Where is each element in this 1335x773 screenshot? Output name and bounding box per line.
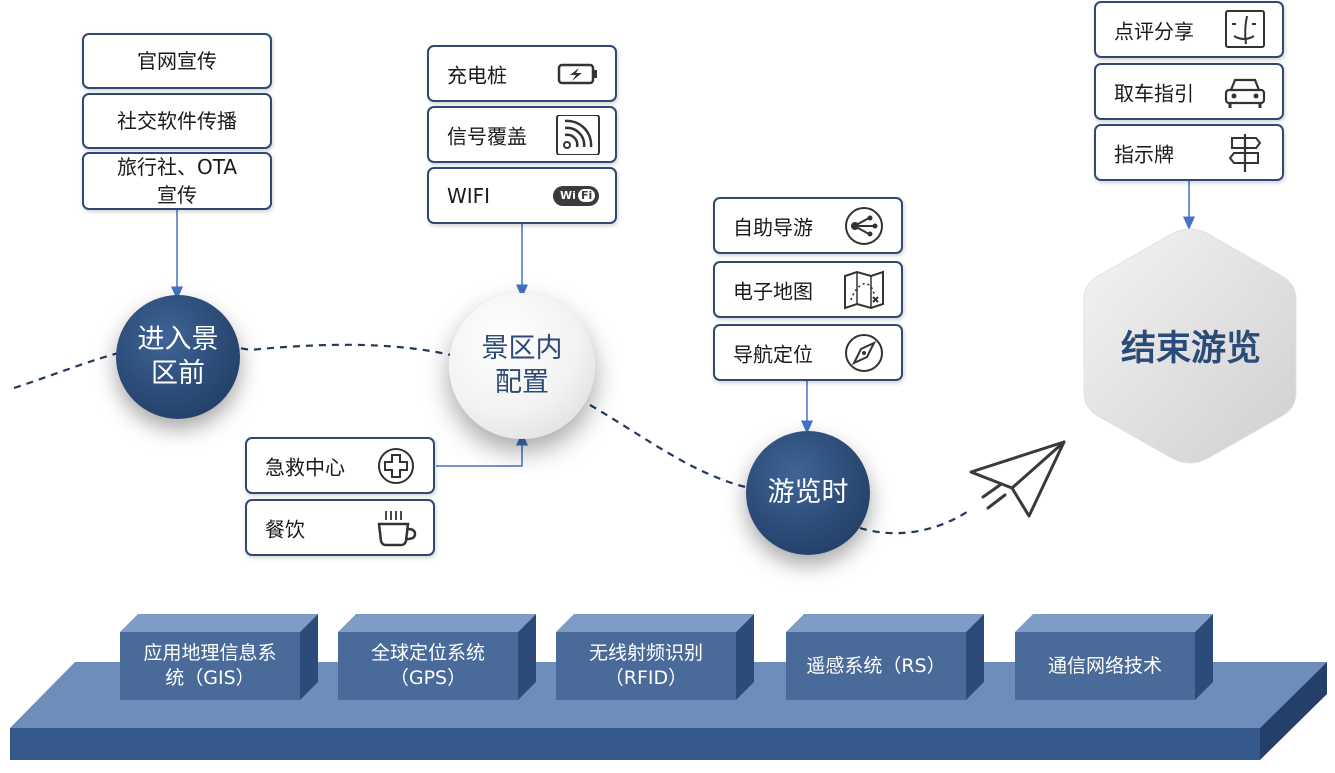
item-travel-agency: 旅行社、OTA 宣传 xyxy=(82,152,272,210)
guide-icon xyxy=(845,206,883,245)
journey-path xyxy=(13,342,971,535)
map-icon xyxy=(844,270,884,309)
signpost-icon xyxy=(1228,133,1262,172)
tech-gps-label: 全球定位系统 （GPS） xyxy=(370,642,485,689)
stage-inside: 景区内 配置 xyxy=(449,293,595,439)
car-icon xyxy=(1224,78,1266,108)
item-self-guide: 自助导游 xyxy=(713,197,903,254)
stage-during: 游览时 xyxy=(746,431,870,555)
item-charging-pile: 充电桩 xyxy=(427,45,617,102)
coffee-cup-icon xyxy=(377,510,417,546)
tech-gis-label: 应用地理信息系 统（GIS） xyxy=(143,642,277,689)
item-signboard: 指示牌 xyxy=(1094,124,1284,181)
tech-comm-label: 通信网络技术 xyxy=(1047,654,1162,677)
item-social-media: 社交软件传播 xyxy=(82,93,272,149)
arrow-aid xyxy=(436,432,528,467)
tech-block-gis xyxy=(120,614,318,700)
tech-block-comm xyxy=(1015,614,1213,700)
end-hexagon xyxy=(1083,228,1297,464)
item-official-site: 官网宣传 xyxy=(82,33,272,89)
stage-end: 结束游览 xyxy=(1120,329,1261,369)
review-icon xyxy=(1225,9,1265,48)
first-aid-icon xyxy=(378,447,414,484)
item-car-pickup: 取车指引 xyxy=(1094,63,1284,120)
tech-rs-label: 遥感系统（RS） xyxy=(806,654,946,677)
item-electronic-map: 电子地图 xyxy=(713,261,903,318)
tech-rfid-label: 无线射频识别 （RFID） xyxy=(588,642,703,689)
item-first-aid: 急救中心 xyxy=(245,437,435,494)
compass-icon xyxy=(845,333,883,372)
tech-block-rfid xyxy=(556,614,754,700)
wifi-badge-icon: Wi Fi xyxy=(553,185,599,206)
tech-block-rs xyxy=(786,614,984,700)
item-wifi: WIFI Wi Fi xyxy=(427,167,617,224)
signal-icon xyxy=(556,114,600,155)
item-navigation: 导航定位 xyxy=(713,324,903,381)
paper-plane-icon xyxy=(969,440,1066,518)
tech-blocks xyxy=(120,614,1213,700)
stage-before: 进入景 区前 xyxy=(116,295,240,419)
tech-block-gps xyxy=(338,614,536,700)
item-signal-coverage: 信号覆盖 xyxy=(427,106,617,163)
item-review-share: 点评分享 xyxy=(1094,1,1284,58)
item-catering: 餐饮 xyxy=(245,499,435,556)
battery-charge-icon xyxy=(557,63,597,84)
